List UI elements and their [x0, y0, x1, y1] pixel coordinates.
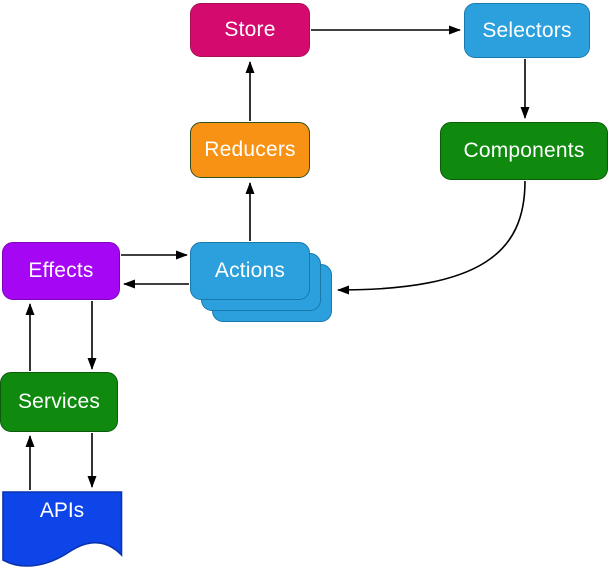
node-components-label: Components: [463, 139, 585, 162]
node-components: Components: [440, 122, 608, 180]
node-effects-label: Effects: [28, 259, 94, 282]
node-selectors-label: Selectors: [482, 18, 572, 42]
edge-components-to-actions: [337, 180, 526, 295]
node-effects: Effects: [2, 242, 120, 300]
node-apis-label: APIs: [39, 499, 85, 522]
node-reducers-label: Reducers: [204, 138, 296, 161]
node-actions: Actions: [190, 242, 310, 300]
node-apis: APIs: [2, 491, 124, 571]
node-services: Services: [0, 372, 118, 432]
node-actions-label: Actions: [214, 259, 286, 282]
node-services-label: Services: [17, 390, 101, 413]
node-reducers: Reducers: [190, 122, 310, 178]
node-store: Store: [190, 3, 310, 57]
apis-document-shape: [2, 491, 123, 567]
node-store-label: Store: [224, 18, 276, 41]
node-selectors: Selectors: [464, 3, 590, 58]
